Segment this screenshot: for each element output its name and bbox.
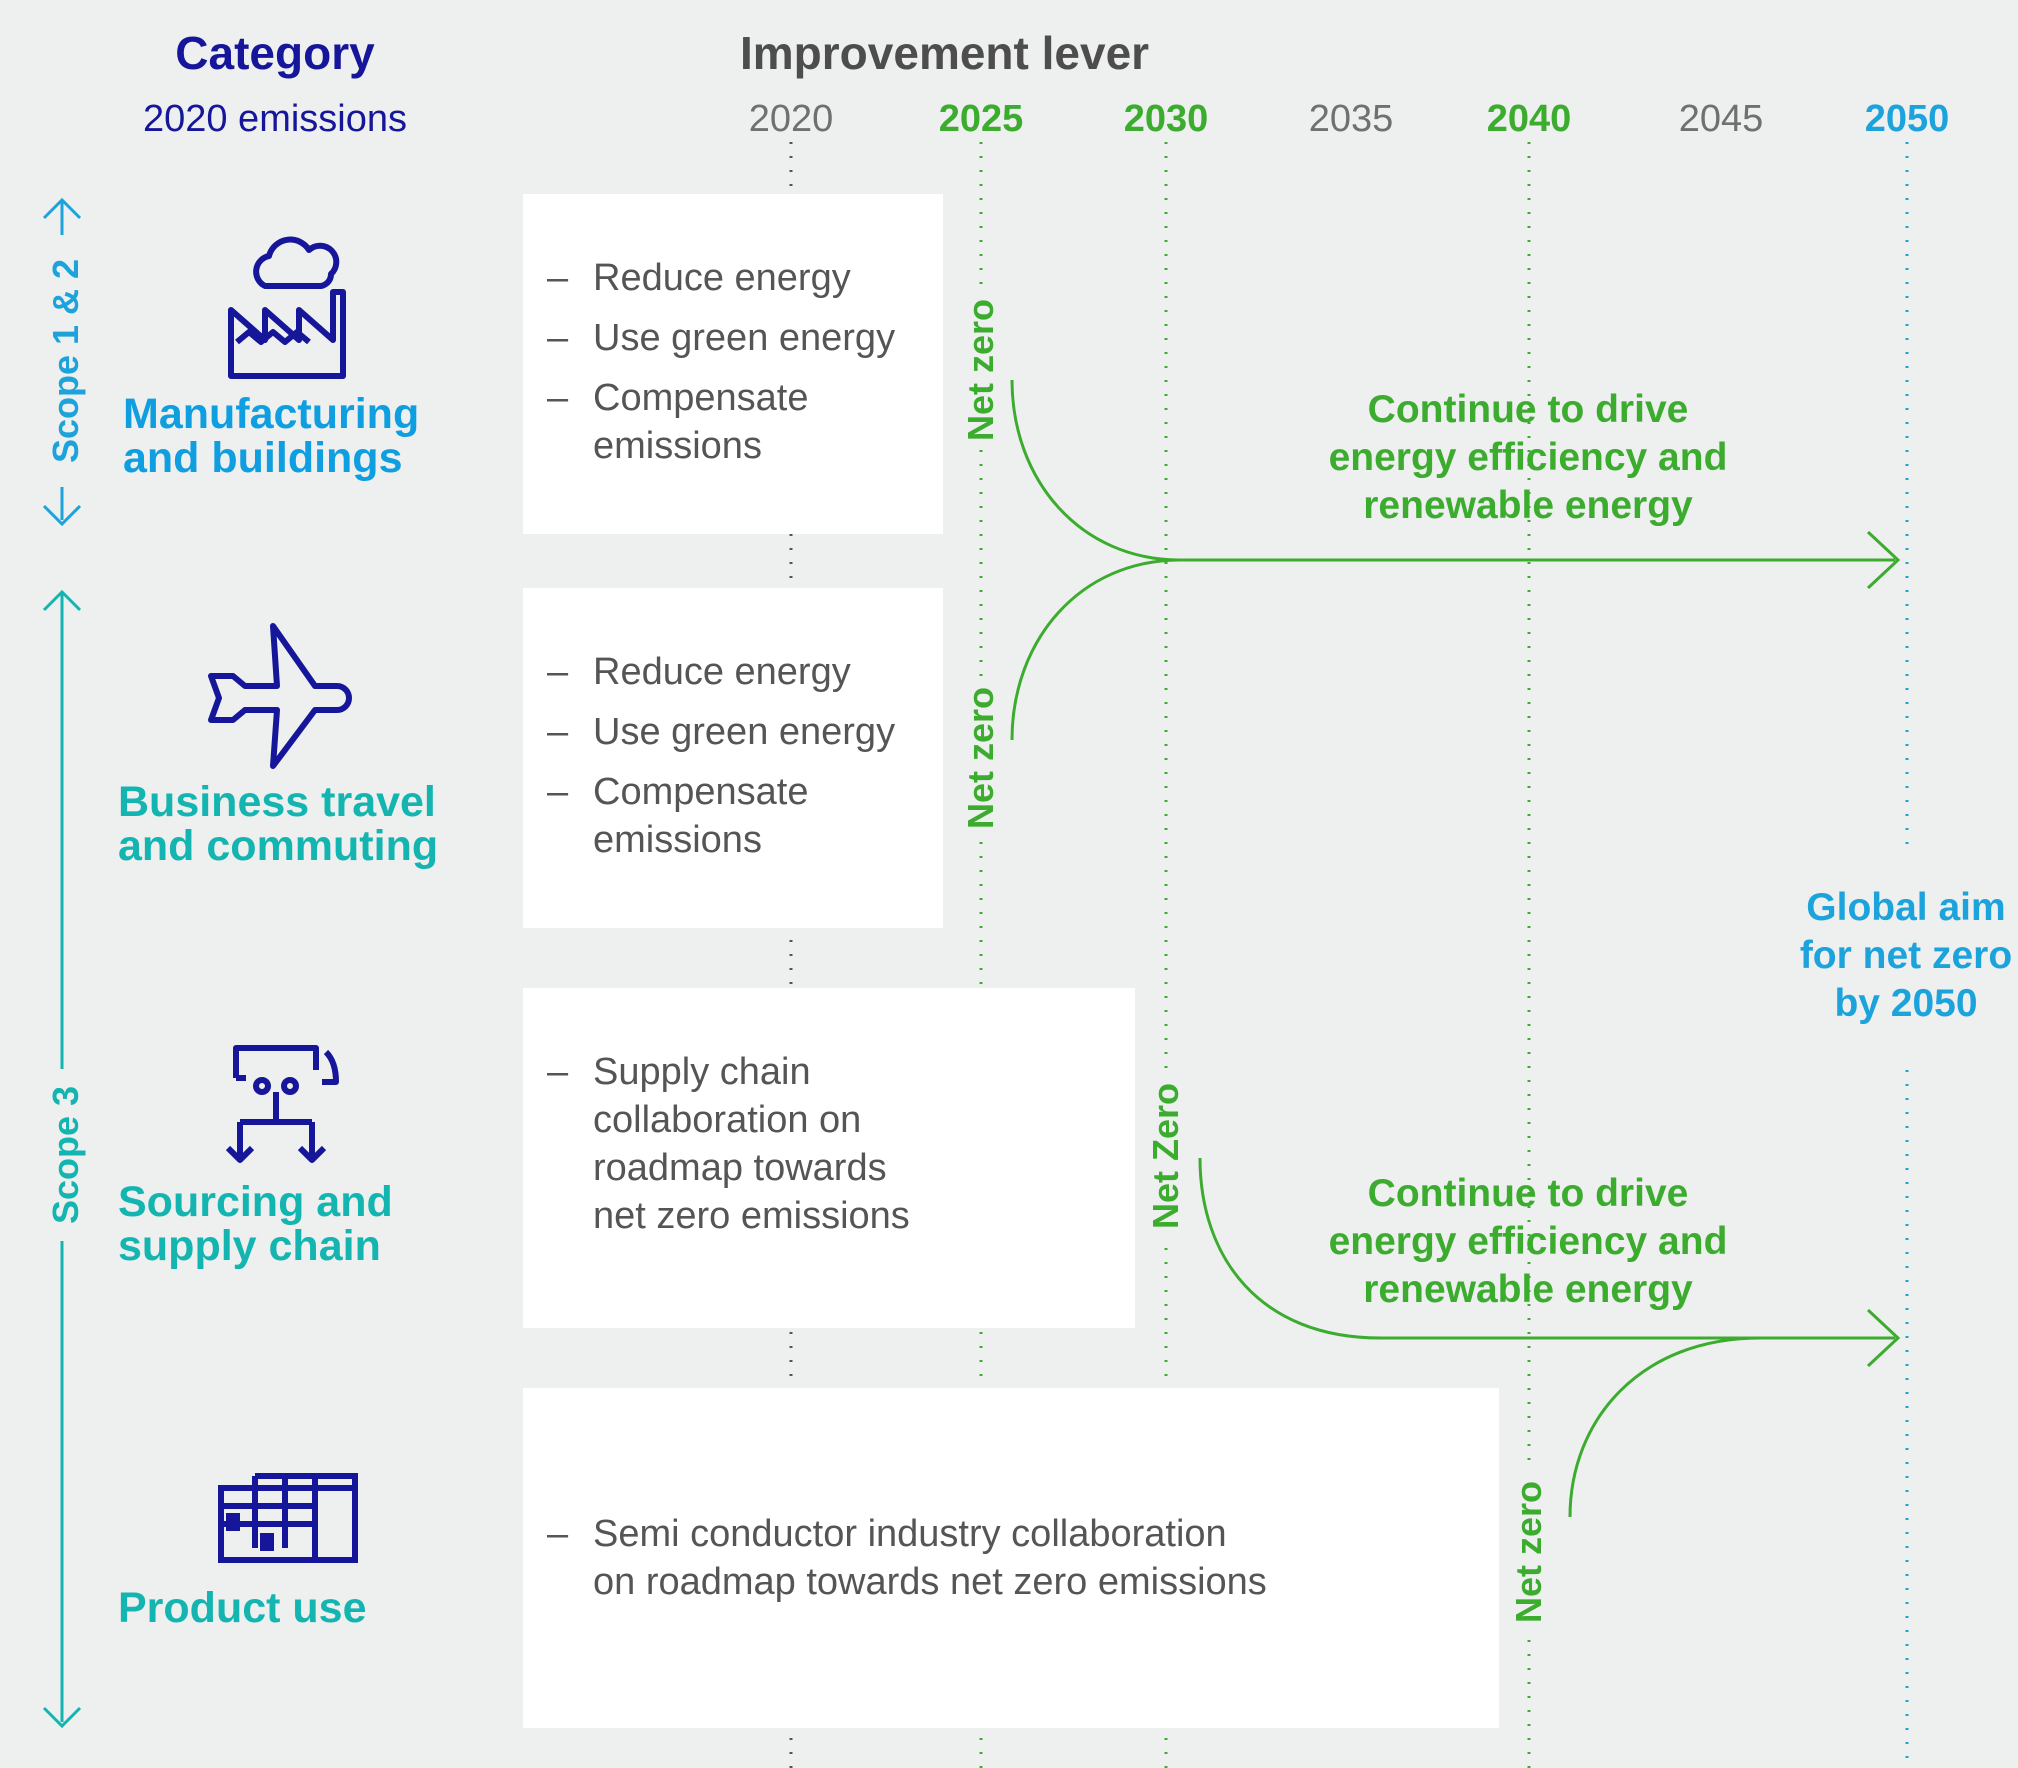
lever-item: Supply chain collaboration on roadmap to… [523, 1048, 1135, 1240]
lever-item: Use green energy [523, 708, 943, 756]
lever-card-4: Semi conductor industry collaboration on… [523, 1388, 1499, 1728]
year-2040: 2040 [1486, 98, 1572, 140]
category-sourcing: Sourcing and supply chain [118, 1178, 393, 1270]
year-2020: 2020 [748, 98, 834, 140]
lever-item: Compensate emissions [523, 768, 943, 864]
net-zero-label-2: Net zero [959, 678, 1003, 838]
scope-3-label: Scope 3 [45, 1069, 87, 1241]
scope-1-2-label: Scope 1 & 2 [45, 235, 87, 487]
airplane-icon [208, 623, 352, 769]
year-2025: 2025 [938, 98, 1024, 140]
category-header: Category [175, 27, 375, 79]
improvement-lever-header: Improvement lever [740, 27, 1150, 79]
factory-icon [228, 236, 346, 379]
lever-card-3: Supply chain collaboration on roadmap to… [523, 988, 1135, 1328]
net-zero-label-1: Net zero [959, 290, 1003, 450]
year-2030: 2030 [1123, 98, 1209, 140]
lever-item: Compensate emissions [523, 374, 943, 470]
lever-item: Reduce energy [523, 648, 943, 696]
lever-item: Semi conductor industry collaboration on… [523, 1510, 1499, 1606]
net-zero-label-4: Net zero [1507, 1472, 1551, 1632]
upper-path [1010, 379, 1901, 741]
lever-item: Use green energy [523, 314, 943, 362]
year-2050: 2050 [1864, 98, 1950, 140]
year-2045: 2045 [1678, 98, 1764, 140]
continue-text-lower: Continue to drive energy efficiency and … [1328, 1172, 1728, 1311]
category-product-use: Product use [118, 1584, 367, 1632]
category-business-travel: Business travel and commuting [118, 778, 439, 870]
category-manufacturing: Manufacturing and buildings [123, 390, 420, 482]
lever-card-1: Reduce energy Use green energy Compensat… [523, 194, 943, 534]
continue-text-upper: Continue to drive energy efficiency and … [1328, 388, 1728, 527]
year-2035: 2035 [1308, 98, 1394, 140]
supply-chain-icon [225, 1045, 339, 1163]
chip-icon [218, 1473, 358, 1563]
lower-path [1198, 1157, 1901, 1518]
global-aim-text: Global aim for net zero by 2050 [1799, 886, 2013, 1025]
lever-item: Reduce energy [523, 254, 943, 302]
net-zero-label-3: Net Zero [1144, 1076, 1188, 1236]
emissions-subheader: 2020 emissions [142, 98, 408, 140]
lever-card-2: Reduce energy Use green energy Compensat… [523, 588, 943, 928]
